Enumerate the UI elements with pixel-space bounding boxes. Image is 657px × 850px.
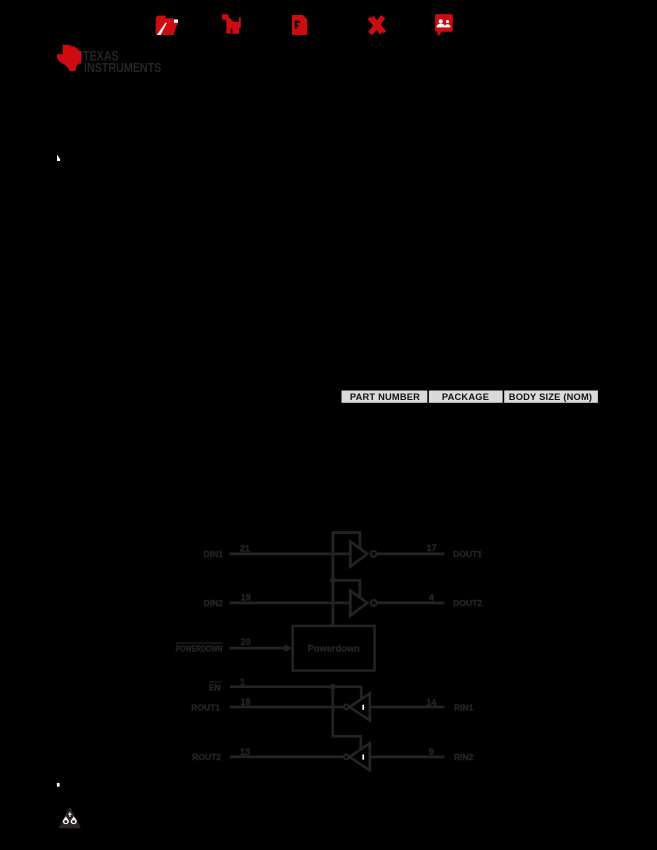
svg-text:DIN2: DIN2 — [204, 598, 224, 608]
svg-text:20: 20 — [240, 637, 250, 647]
svg-text:DOUT1: DOUT1 — [453, 549, 482, 559]
svg-text:PACKAGE: PACKAGE — [442, 392, 489, 402]
svg-text:1: 1 — [240, 677, 245, 687]
svg-text:14: 14 — [426, 698, 436, 708]
svg-text:ROUT2: ROUT2 — [192, 752, 221, 762]
svg-text:POWERDOWN: POWERDOWN — [176, 644, 223, 654]
svg-text:13: 13 — [240, 747, 250, 757]
svg-text:INSTRUMENTS: INSTRUMENTS — [84, 60, 162, 75]
svg-text:RIN2: RIN2 — [454, 752, 474, 762]
svg-text:PART NUMBER: PART NUMBER — [350, 392, 420, 402]
svg-text:BODY SIZE (NOM): BODY SIZE (NOM) — [509, 392, 592, 402]
svg-text:19: 19 — [241, 593, 251, 603]
svg-text:9: 9 — [429, 747, 434, 757]
svg-text:DIN1: DIN1 — [204, 549, 224, 559]
svg-text:17: 17 — [427, 543, 437, 553]
svg-text:21: 21 — [240, 544, 250, 554]
svg-text:EN: EN — [209, 682, 221, 692]
svg-text:TEXAS: TEXAS — [83, 49, 119, 64]
svg-text:4: 4 — [429, 593, 434, 603]
svg-text:DOUT2: DOUT2 — [453, 598, 482, 608]
svg-text:Powerdown: Powerdown — [308, 644, 360, 654]
svg-text:RIN1: RIN1 — [454, 702, 474, 712]
svg-text:18: 18 — [240, 697, 250, 707]
svg-text:ROUT1: ROUT1 — [191, 702, 220, 712]
